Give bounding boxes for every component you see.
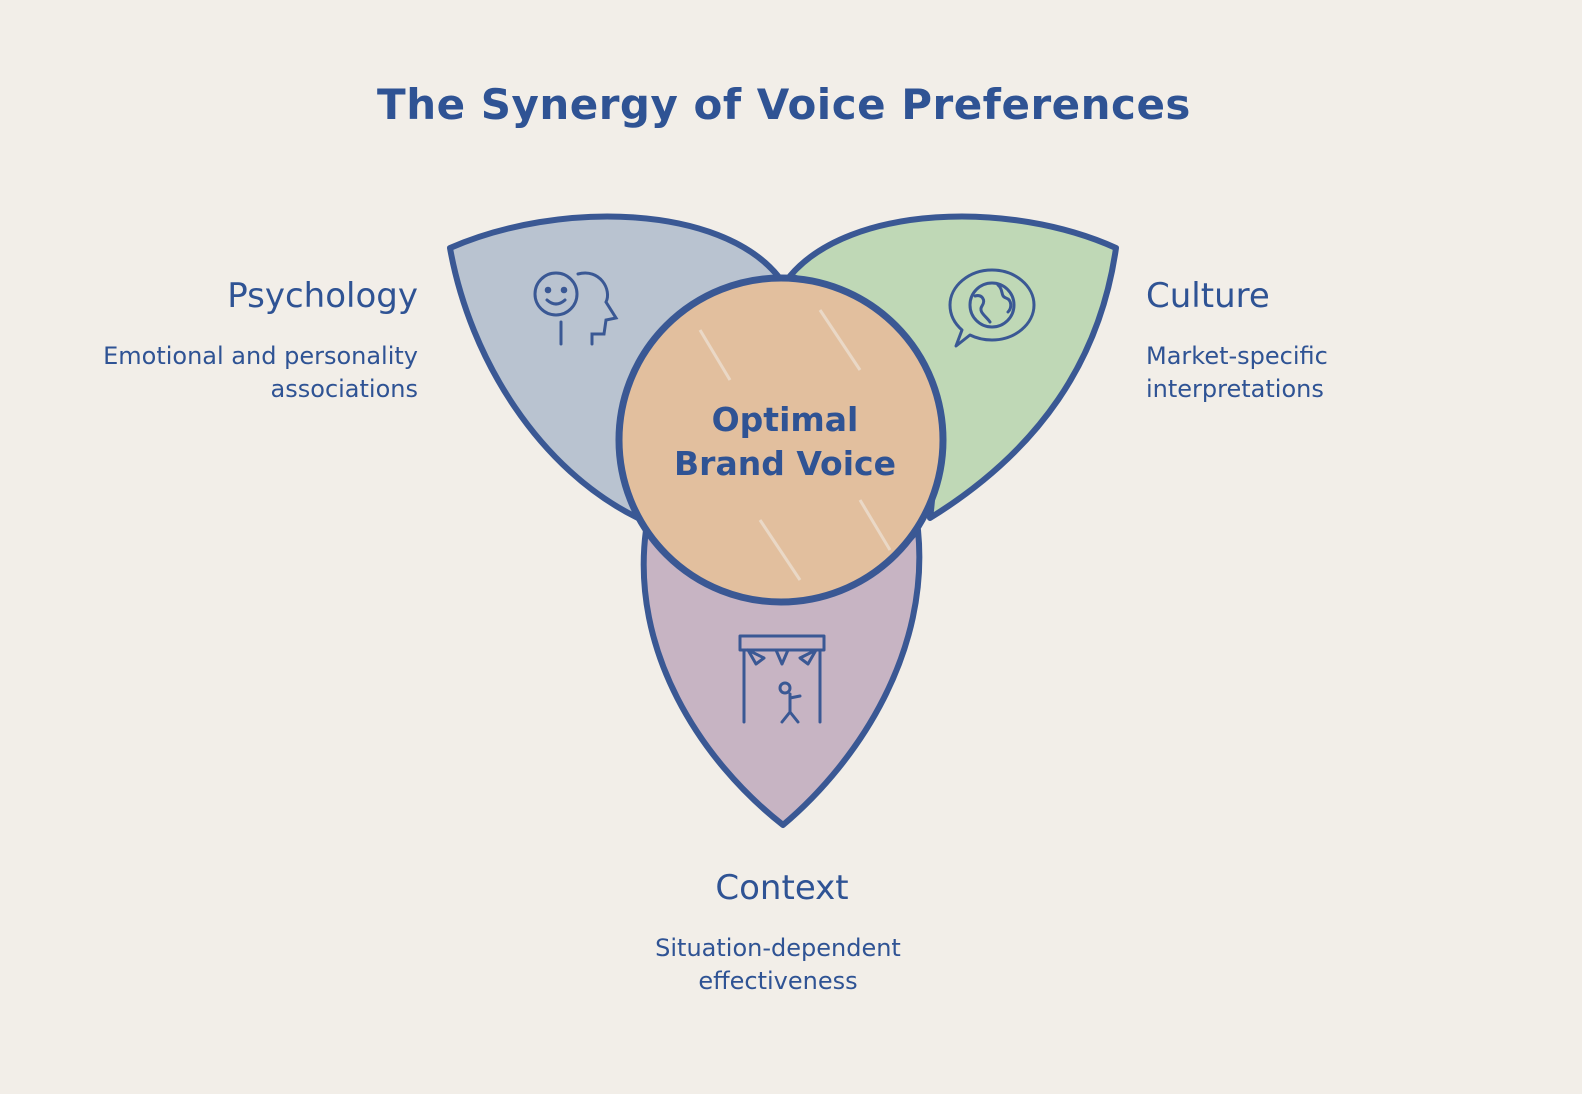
culture-heading: Culture — [1146, 276, 1270, 316]
psychology-heading: Psychology — [227, 276, 418, 316]
psychology-desc-line1: Emotional and personality — [103, 342, 418, 370]
context-description: Situation-dependent effectiveness — [578, 932, 978, 998]
context-desc-line1: Situation-dependent — [655, 934, 901, 962]
head-smile-icon — [533, 271, 619, 346]
context-desc-line2: effectiveness — [698, 967, 858, 995]
psychology-desc-line2: associations — [270, 375, 418, 403]
culture-description: Market-specific interpretations — [1146, 340, 1526, 406]
culture-desc-line1: Market-specific — [1146, 342, 1328, 370]
stage-speaker-icon — [738, 634, 826, 724]
center-label-line2: Brand Voice — [674, 444, 896, 483]
psychology-description: Emotional and personality associations — [40, 340, 418, 406]
diagram-title: The Synergy of Voice Preferences — [377, 80, 1191, 129]
center-circle — [615, 274, 947, 606]
center-label-line1: Optimal — [711, 400, 859, 439]
globe-speech-icon — [948, 268, 1036, 348]
culture-desc-line2: interpretations — [1146, 375, 1324, 403]
center-label: Optimal Brand Voice — [640, 398, 930, 486]
context-heading: Context — [715, 868, 849, 908]
